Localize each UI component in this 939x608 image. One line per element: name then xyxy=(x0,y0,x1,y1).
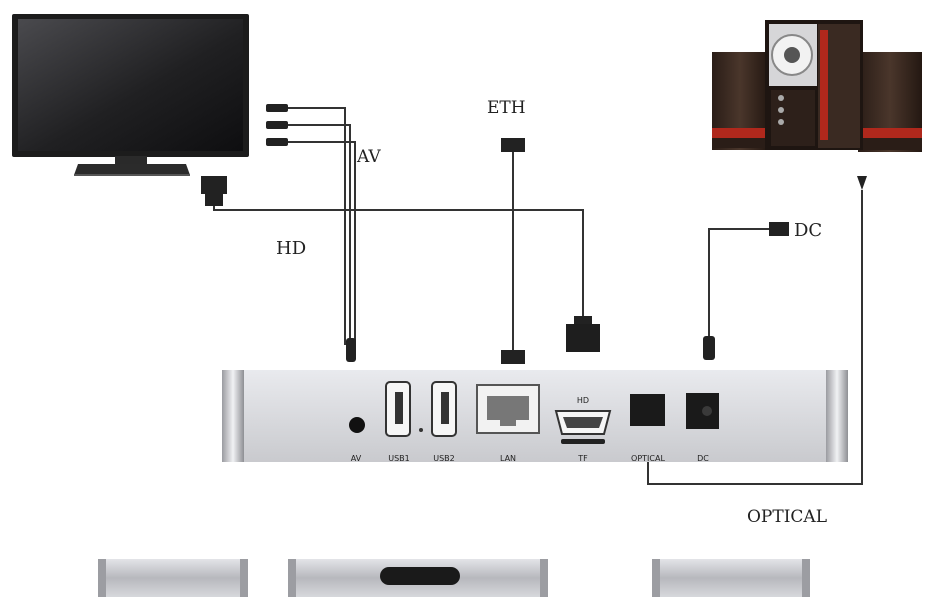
eth-label: ETH xyxy=(487,98,526,118)
hdmi-plugs xyxy=(201,176,600,352)
av-cable xyxy=(286,124,351,345)
av-label: AV xyxy=(356,147,381,167)
port-label-usb1: USB1 xyxy=(388,454,410,463)
box-front-views xyxy=(98,559,810,597)
port-label-av: AV xyxy=(351,454,362,463)
cables xyxy=(213,107,863,485)
dc-port xyxy=(686,393,719,429)
ethernet-plugs xyxy=(501,138,525,364)
tv-icon xyxy=(12,14,249,176)
dc-plugs xyxy=(703,222,789,360)
av-cable xyxy=(286,107,346,345)
hdmi-cable xyxy=(213,205,584,318)
port-label-dc: DC xyxy=(697,454,709,463)
port-label-lan: LAN xyxy=(500,454,516,463)
av-plugs xyxy=(266,104,356,362)
port-label-tf: TF xyxy=(577,454,588,463)
hdmi-port xyxy=(554,410,612,435)
optical-plug xyxy=(857,176,867,190)
lan-port xyxy=(476,384,540,434)
av-port xyxy=(349,417,365,433)
dc-label: DC xyxy=(794,220,822,241)
port-label-optical: OPTICAL xyxy=(631,454,665,463)
speaker-icon xyxy=(712,20,922,152)
port-label-usb2: USB2 xyxy=(433,454,455,463)
optical-cable xyxy=(647,190,863,485)
front-window xyxy=(380,567,460,585)
port-label-hdmi: HD xyxy=(577,396,589,405)
hd-label: HD xyxy=(276,238,306,259)
usb2-port xyxy=(431,381,457,437)
usb1-port xyxy=(385,381,411,437)
optical-label: OPTICAL xyxy=(747,507,827,527)
av-cable xyxy=(286,141,356,345)
set-top-box-icon: AV USB1 USB2 LAN HD TF OPTICAL DC xyxy=(222,370,848,463)
dc-cable xyxy=(708,228,775,340)
tf-slot xyxy=(561,439,605,444)
optical-port xyxy=(630,394,665,426)
